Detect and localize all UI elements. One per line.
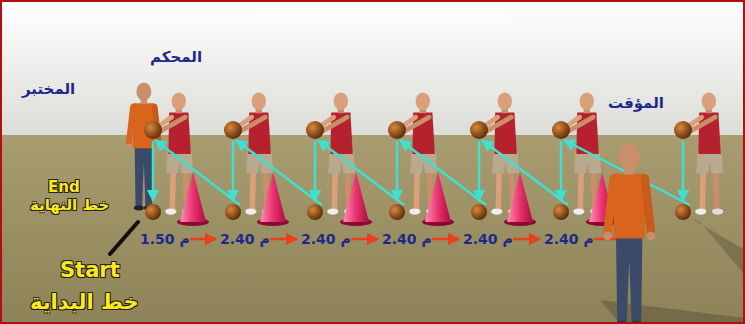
distance-label: 2.40 م xyxy=(544,231,594,248)
role-label: المختبر xyxy=(22,80,75,98)
distance-label: 2.40 م xyxy=(220,231,270,248)
distance-label: 2.40 م xyxy=(382,231,432,248)
distance-label: 2.40 م xyxy=(301,231,351,248)
line-label: End xyxy=(48,178,80,196)
line-label: خط النهاية xyxy=(30,196,109,214)
role-label: المحكم xyxy=(150,48,202,66)
line-label: خط البداية xyxy=(30,290,139,315)
role-label: المؤقت xyxy=(608,94,664,112)
distance-label: 2.40 م xyxy=(463,231,513,248)
line-label: Start xyxy=(60,258,120,283)
distance-label: 1.50 م xyxy=(140,231,190,248)
